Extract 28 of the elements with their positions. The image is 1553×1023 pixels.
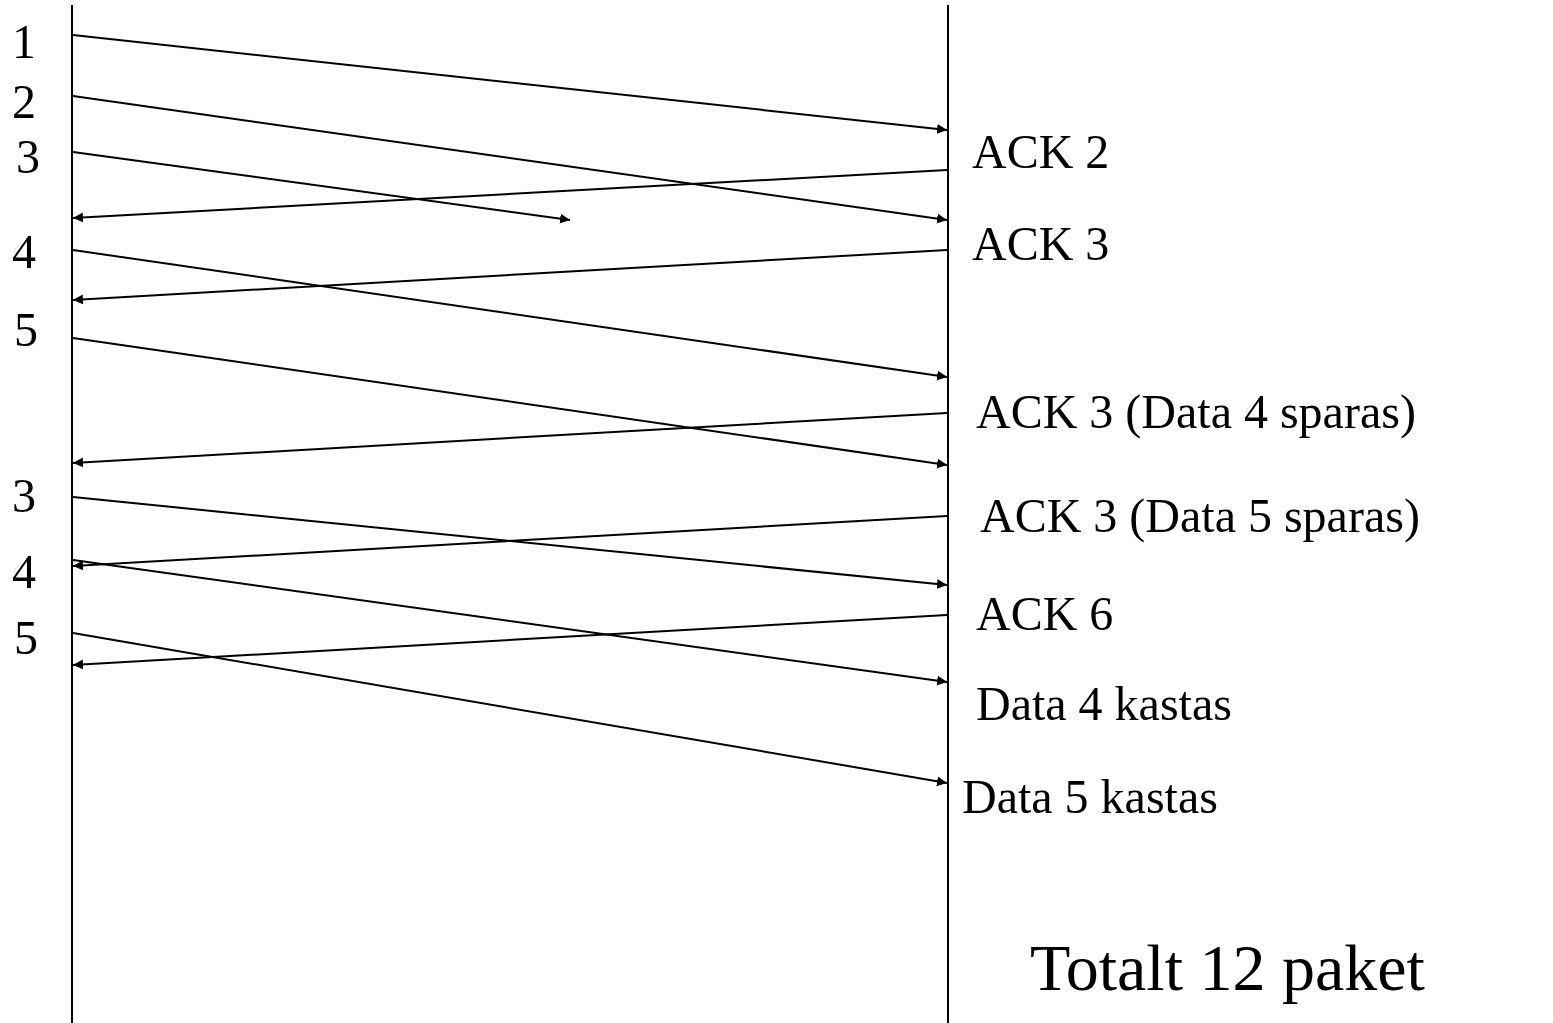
note-text: Data 4 kastas [976, 680, 1232, 728]
arrow [72, 249, 948, 381]
lifeline [71, 5, 73, 1023]
edge-label: 3 [12, 472, 36, 520]
edge-label: 5 [14, 614, 38, 662]
arrow [72, 169, 948, 223]
arrow [72, 95, 948, 224]
arrow [72, 412, 948, 468]
arrow [72, 151, 571, 224]
arrow [72, 337, 948, 469]
edge-label: 5 [14, 306, 38, 354]
note-text: Data 5 kastas [962, 773, 1218, 821]
edge-label: ACK 3 [972, 220, 1110, 268]
edge-label: 3 [16, 133, 40, 181]
arrow [72, 34, 948, 134]
edge-label: ACK 2 [972, 128, 1110, 176]
arrow [72, 632, 948, 787]
arrow [72, 559, 948, 686]
arrow [72, 496, 948, 589]
edge-label: ACK 6 [976, 590, 1114, 638]
edge-label: 4 [12, 228, 36, 276]
edge-label: 2 [12, 78, 36, 126]
arrow [72, 515, 948, 571]
arrow [72, 614, 948, 670]
lifeline [947, 5, 949, 1023]
arrow [72, 249, 948, 305]
edge-label: 1 [12, 18, 36, 66]
edge-label: 4 [12, 548, 36, 596]
